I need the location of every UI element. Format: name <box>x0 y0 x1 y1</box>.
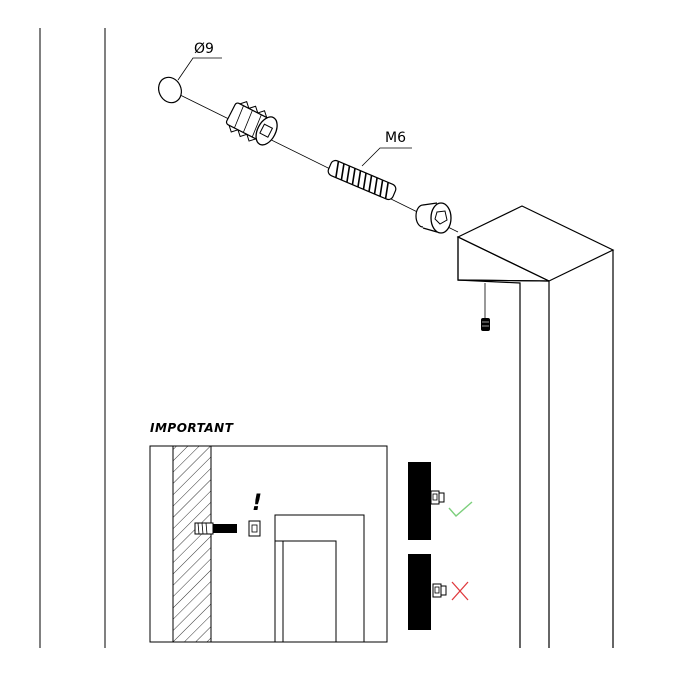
warning-mark: ! <box>252 491 262 516</box>
connector-nut <box>415 202 452 234</box>
cap-diameter-label: Ø9 <box>194 41 214 57</box>
important-heading: IMPORTANT <box>150 421 234 435</box>
cross-icon <box>451 581 469 601</box>
threaded-insert <box>225 101 278 146</box>
cover-cap: Ø9 <box>158 41 222 104</box>
door-handle <box>456 205 615 648</box>
incorrect-example <box>408 554 469 630</box>
important-detail-box: ! <box>149 445 388 643</box>
thread-callout <box>361 147 412 167</box>
assembly-axis <box>169 89 459 233</box>
wall-edge-lines <box>39 28 106 648</box>
correct-example <box>408 462 473 540</box>
thread-label: M6 <box>385 130 406 146</box>
threaded-rod <box>327 159 397 201</box>
check-icon <box>448 501 473 517</box>
set-screw <box>481 318 490 331</box>
